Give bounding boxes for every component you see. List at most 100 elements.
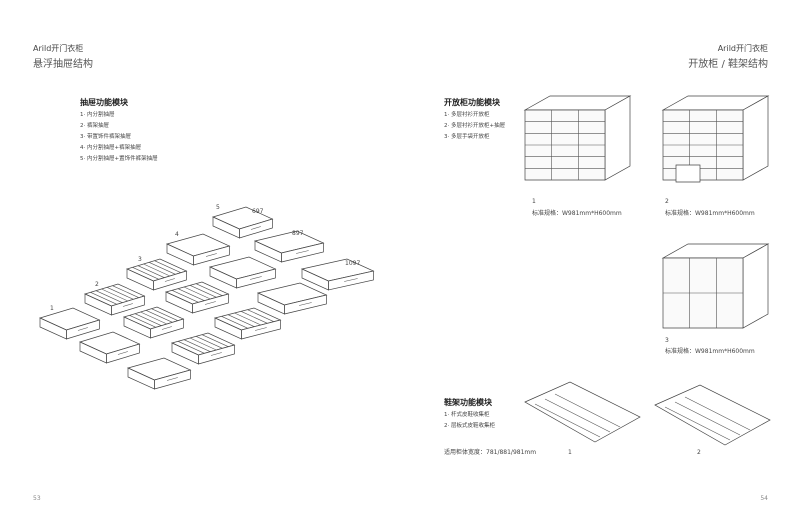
trouser-rail: [145, 310, 173, 323]
list-item: 2· 裤架抽屉: [80, 123, 109, 129]
drawer-handle: [296, 250, 309, 254]
drawer-handle: [77, 327, 88, 331]
shoe-rail: [684, 396, 751, 431]
width-label-897: 897: [292, 230, 304, 237]
drawer-side: [212, 216, 240, 239]
shoe-rail: [544, 398, 611, 433]
shoe-module-title: 鞋架功能模块: [444, 398, 492, 407]
trouser-rail: [201, 334, 229, 347]
drawer-side: [123, 316, 151, 339]
open-module-title: 开放柜功能模块: [444, 98, 500, 107]
drawer-handle: [344, 278, 358, 282]
drawer-handle: [117, 351, 128, 355]
trouser-rail: [189, 285, 217, 298]
trouser-rail: [95, 290, 123, 303]
cabinet-2-number: 2: [665, 198, 669, 205]
shoe-width-note: 适用柜体宽度：781/881/981mm: [444, 449, 537, 456]
width-label-1097: 1097: [345, 260, 361, 267]
list-item: 5· 内分割抽屉+置饰件裤架抽屉: [80, 156, 158, 162]
cabinet-3-number: 3: [665, 337, 669, 344]
list-item: 3· 带置饰件裤架抽屉: [80, 134, 131, 140]
trouser-rail: [129, 315, 157, 328]
drawer-handle: [204, 301, 216, 305]
drawer-handle: [166, 377, 178, 381]
shoe-rack-2-label: 2: [697, 449, 701, 456]
drawer-side: [166, 243, 194, 266]
cabinet-2-open-drawer: [675, 164, 701, 183]
trouser-rail: [195, 336, 223, 349]
list-item: 3· 多层手袋开放柜: [444, 134, 490, 140]
list-item: 1· 杆式皮鞋收集柜: [444, 412, 490, 418]
drawer-handle: [164, 278, 175, 282]
trouser-rail: [177, 288, 205, 301]
trouser-rail: [137, 265, 165, 278]
drawer-side: [165, 291, 193, 314]
trouser-rail: [140, 311, 168, 325]
trouser-rail: [183, 339, 211, 352]
drawer-side: [254, 240, 282, 263]
drawer-label-5: 5: [216, 204, 220, 211]
shoe-rail: [554, 393, 621, 428]
cabinet-2-side: [742, 95, 769, 181]
trouser-rail: [106, 287, 134, 300]
cabinet-2-spec: 标准规格：W981mm*H600mm: [665, 210, 755, 217]
drawer-side: [39, 317, 67, 340]
cabinet-3-spec: 标准规格：W981mm*H600mm: [665, 348, 755, 355]
trouser-rail: [148, 262, 176, 275]
brand-right: Arild开门衣柜: [717, 44, 768, 53]
shoe-rail: [534, 403, 601, 438]
trouser-rail: [132, 267, 160, 280]
cabinet-1-spec: 标准规格：W981mm*H600mm: [532, 210, 622, 217]
shoe-rail: [674, 401, 741, 436]
drawer-side: [171, 342, 199, 365]
drawer-side: [301, 268, 329, 291]
drawer-side: [79, 341, 107, 364]
trouser-rail: [195, 283, 223, 296]
list-item: 4· 内分割抽屉+裤架抽屉: [80, 145, 142, 151]
page-title-left: 悬浮抽屉结构: [33, 59, 93, 70]
page-number-right: 54: [760, 495, 768, 502]
trouser-rail: [90, 292, 118, 305]
trouser-rail: [240, 311, 268, 324]
trouser-rail: [189, 337, 217, 351]
drawer-handle: [250, 226, 261, 230]
drawer-side: [126, 268, 154, 291]
trouser-rail: [154, 260, 182, 273]
list-item: 1· 多层衬衫开放柜: [444, 112, 490, 118]
trouser-rail: [171, 290, 199, 303]
list-item: 1· 内分割抽屉: [80, 112, 115, 118]
list-item: 2· 层板式皮鞋收集柜: [444, 423, 495, 429]
drawer-side: [257, 292, 285, 315]
trouser-rail: [134, 313, 162, 326]
drawer-side: [209, 266, 237, 289]
drawer-side: [214, 317, 242, 340]
shoe-rail: [664, 406, 731, 441]
trouser-rail: [177, 341, 205, 354]
drawer-handle: [205, 253, 217, 257]
trouser-rail: [227, 314, 255, 327]
drawer-handle: [299, 302, 312, 306]
drawer-side: [127, 367, 155, 390]
trouser-rail: [101, 288, 129, 302]
drawer-handle: [161, 326, 172, 330]
trouser-rail: [151, 308, 179, 321]
drawer-handle: [210, 352, 222, 356]
trouser-rail: [143, 263, 171, 277]
drawer-handle: [254, 327, 267, 331]
brand-left: Arild开门衣柜: [33, 44, 84, 53]
drawer-label-1: 1: [50, 305, 54, 312]
open-module-list: 1· 多层衬衫开放柜 2· 多层衬衫开放柜+抽屉 3· 多层手袋开放柜: [444, 110, 505, 143]
drawer-handle: [249, 276, 262, 280]
cabinet-3-side: [742, 243, 769, 329]
page-title-right: 开放柜 / 鞋架结构: [688, 59, 768, 70]
drawer-label-3: 3: [138, 256, 142, 263]
drawer-module-list: 1· 内分割抽屉 2· 裤架抽屉 3· 带置饰件裤架抽屉 4· 内分割抽屉+裤架…: [80, 110, 158, 165]
drawer-handle: [122, 303, 133, 307]
trouser-rail: [112, 285, 140, 298]
page-number-left: 53: [33, 495, 41, 502]
drawer-side: [84, 293, 112, 316]
trouser-rail: [234, 312, 262, 326]
shoe-rack-1-base: [524, 381, 641, 443]
